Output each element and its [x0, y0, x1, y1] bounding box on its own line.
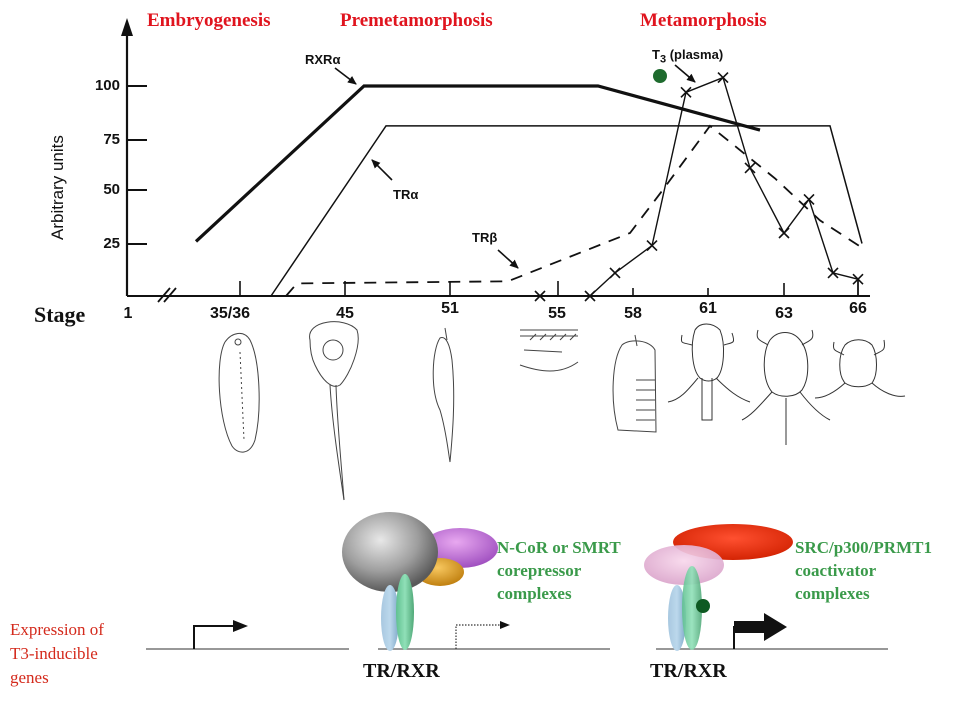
x-tick-label: 58 [624, 305, 642, 322]
receptor-label-activated: TR/RXR [650, 660, 727, 682]
mechanism-diagram [146, 512, 888, 651]
corepressor-label: N-CoR or SMRT corepressor complexes [497, 538, 621, 603]
receptor-label-repressed: TR/RXR [363, 660, 440, 682]
y-tick-label: 25 [103, 235, 120, 252]
label-tr-alpha: TRα [393, 187, 419, 202]
y-tick-label: 100 [94, 77, 120, 94]
data-point-x-marker [803, 193, 815, 205]
y-tick-label: 75 [103, 131, 120, 148]
limb-stage-58-icon [612, 334, 657, 433]
series-line-tr- [285, 124, 863, 297]
tadpole-stage-45-icon [309, 321, 359, 501]
data-point-x-marker [744, 162, 756, 174]
tr-subunit-repressed [396, 574, 414, 650]
limb-stage-55-icon [519, 329, 579, 372]
x-tick-label: 51 [441, 300, 459, 317]
repressed-transcription-arrow-icon [455, 624, 502, 649]
data-point-x-marker [584, 290, 596, 302]
frog-stage-66-icon [814, 339, 906, 399]
x-tick-label: 35/36 [209, 305, 251, 322]
coactivator-label: SRC/p300/PRMT1 coactivator complexes [795, 538, 932, 603]
t3-bound-dot-icon [696, 599, 710, 613]
rxr-subunit-activated [668, 585, 686, 651]
tadpole-stage-51-icon [432, 327, 455, 463]
activated-transcription-arrow-icon [734, 613, 787, 641]
y-tick-label: 50 [103, 181, 120, 198]
x-tick-label: 61 [699, 300, 717, 317]
phase-premetamorphosis: Premetamorphosis [340, 10, 493, 31]
phase-embryogenesis: Embryogenesis [147, 10, 271, 31]
data-point-x-marker [778, 227, 790, 239]
axes [121, 18, 870, 303]
froglet-stage-63-icon [741, 329, 831, 445]
axis-break-mark [163, 287, 177, 303]
gene-expression-label: Expression of T3-inducible genes [10, 620, 104, 687]
data-point-x-marker [646, 240, 658, 252]
label-t3-plasma: T3 (plasma) [652, 47, 724, 66]
x-tick-label: 55 [548, 305, 566, 322]
data-point-x-marker [680, 86, 692, 98]
series-line-tr- [270, 125, 863, 297]
t3-hormone-dot-icon [653, 69, 667, 83]
corepressor-purple-subunit [422, 528, 498, 568]
tadpole-stage-35-icon [218, 333, 260, 453]
rxr-subunit-repressed [381, 585, 399, 651]
data-point-x-marker [609, 267, 621, 279]
basal-transcription-arrow-icon [193, 625, 235, 649]
tra-arrow-icon [371, 159, 393, 181]
phase-metamorphosis: Metamorphosis [640, 10, 767, 31]
t3-arrow-icon [674, 64, 696, 83]
rxr-arrow-icon [334, 67, 357, 85]
series-line-rxr- [194, 84, 761, 243]
label-rxr-alpha: RXRα [305, 52, 341, 67]
axis-break-mark [157, 287, 171, 303]
data-point-x-marker [534, 290, 546, 302]
froglet-stage-61-icon [667, 323, 751, 421]
tr-subunit-activated [682, 566, 702, 650]
x-tick-label: 1 [123, 305, 133, 322]
coactivator-pink-subunit [644, 545, 724, 585]
x-tick-label: 66 [849, 300, 867, 317]
label-tr-beta: TRβ [472, 230, 498, 245]
x-tick-label: 45 [336, 305, 354, 322]
series-line-t3-plasma- [540, 76, 859, 297]
trb-arrow-icon [497, 249, 519, 269]
data-point-x-marker [827, 267, 839, 279]
x-tick-label: 63 [775, 305, 793, 322]
corepressor-gray-subunit [342, 512, 438, 592]
data-point-x-marker [717, 72, 729, 84]
y-axis-arrow-icon [121, 18, 133, 36]
series-layer [194, 72, 864, 302]
x-axis-label: Stage [34, 302, 86, 327]
stage-drawings [218, 321, 906, 501]
